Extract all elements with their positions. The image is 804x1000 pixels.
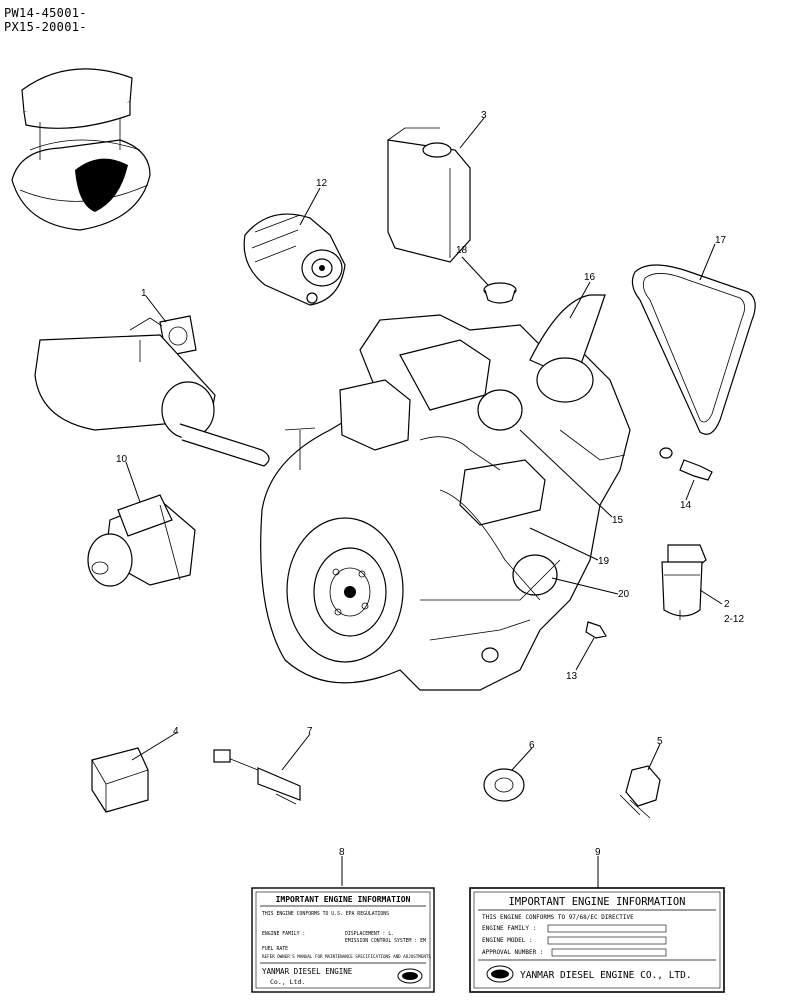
label-8-line-3: DISPLACEMENT : L.	[345, 931, 394, 937]
starter-motor	[87, 494, 196, 587]
leader-5	[647, 743, 661, 771]
engine-info-label-8: IMPORTANT ENGINE INFORMATION THIS ENGINE…	[251, 887, 435, 993]
solenoid-valve	[619, 765, 661, 819]
callout-5: 5	[657, 736, 663, 747]
leader-3	[459, 117, 485, 149]
callout-12: 12	[316, 178, 328, 189]
label-8-title: IMPORTANT ENGINE INFORMATION	[276, 895, 411, 904]
callout-2: 2	[724, 599, 730, 610]
label-9-approval-number: APPROVAL NUMBER :	[482, 949, 543, 956]
leader-7	[281, 733, 311, 771]
v-belt	[631, 264, 756, 435]
leader-6	[511, 747, 533, 771]
label-9-brand: YANMAR DIESEL ENGINE CO., LTD.	[520, 970, 692, 981]
engine-assembly	[260, 294, 631, 691]
leader-1	[145, 295, 167, 323]
label-9-engine-model: ENGINE MODEL :	[482, 937, 533, 944]
label-8-line-5: FUEL RATE	[262, 946, 288, 952]
leader-17	[699, 243, 716, 281]
leader-18	[461, 256, 489, 286]
label-8-line-6: REFER OWNER'S MANUAL FOR MAINTENANCE SPE…	[262, 954, 431, 959]
label-8-line-1: THIS ENGINE CONFORMS TO U.S. EPA REGULAT…	[262, 911, 389, 917]
label-8-brand: YANMAR DIESEL ENGINE	[262, 967, 353, 976]
callout-19: 19	[598, 556, 610, 567]
leader-12	[299, 187, 321, 226]
callout-16: 16	[584, 272, 596, 283]
oil-pressure-switch	[585, 621, 607, 639]
relay	[91, 747, 149, 813]
callout-9: 9	[595, 847, 601, 858]
callout-15: 15	[612, 515, 624, 526]
callout-17: 17	[715, 235, 727, 246]
label-9-directive: THIS ENGINE CONFORMS TO 97/68/EC DIRECTI…	[482, 914, 634, 921]
muffler	[34, 317, 270, 467]
leader-14	[685, 479, 695, 501]
label-9-engine-family: ENGINE FAMILY :	[482, 925, 536, 932]
leader-16	[569, 281, 591, 319]
leader-20	[551, 577, 619, 595]
callout-14: 14	[680, 500, 692, 511]
engine-info-label-9: IMPORTANT ENGINE INFORMATION THIS ENGINE…	[469, 887, 725, 993]
thermostat	[483, 282, 517, 304]
callout-1: 1	[141, 288, 147, 299]
label-8-line-2: ENGINE FAMILY :	[262, 931, 305, 937]
callout-18: 18	[456, 245, 468, 256]
machine-thumbnail	[11, 68, 151, 231]
leader-19	[529, 527, 599, 561]
callout-13: 13	[566, 671, 578, 682]
coolant-reserve-tank	[387, 127, 471, 263]
callout-3: 3	[481, 110, 487, 121]
serial-number-line-1: PW14-45001-	[4, 6, 87, 20]
leader-4	[131, 732, 177, 761]
callout-2-12: 2-12	[724, 614, 744, 625]
temperature-sensor	[659, 447, 713, 481]
callout-20: 20	[618, 589, 630, 600]
callout-6: 6	[529, 740, 535, 751]
timer-controller	[213, 749, 301, 805]
callout-4: 4	[173, 726, 179, 737]
callout-10: 10	[116, 454, 128, 465]
leader-2	[699, 589, 723, 605]
callout-8: 8	[339, 847, 345, 858]
sealing-washer	[483, 768, 525, 802]
leader-13	[575, 637, 595, 671]
label-8-line-4: EMISSION CONTROL SYSTEM : EM	[345, 938, 426, 944]
label-9-title: IMPORTANT ENGINE INFORMATION	[508, 896, 685, 908]
label-8-company: Co., Ltd.	[270, 978, 305, 986]
leader-10	[125, 461, 141, 503]
leader-15	[519, 429, 613, 518]
serial-number-line-2: PX15-20001-	[4, 20, 87, 34]
fuel-filter	[661, 544, 707, 620]
alternator	[243, 213, 346, 306]
callout-7: 7	[307, 726, 313, 737]
